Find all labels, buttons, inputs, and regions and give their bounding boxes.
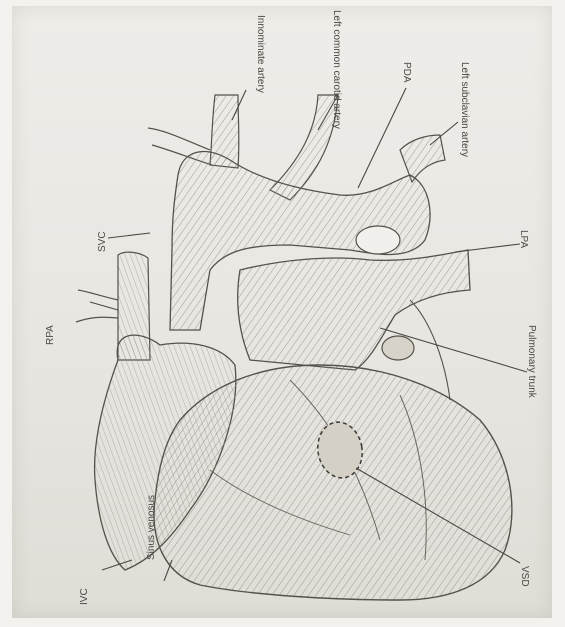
label-innominate-artery: Innominate artery bbox=[255, 15, 266, 93]
ventricle-shape bbox=[154, 365, 512, 600]
label-svc: SVC bbox=[97, 231, 108, 252]
label-pda: PDA bbox=[401, 62, 412, 83]
label-sinus-venosus: Sinus venosus bbox=[146, 495, 157, 560]
label-rpa: RPA bbox=[45, 325, 56, 345]
label-left-subclavian: Left subclavian artery bbox=[459, 62, 470, 157]
label-vsd: VSD bbox=[519, 566, 530, 587]
label-left-common-carotid: Left common carotid artery bbox=[331, 10, 342, 129]
label-pulmonary-trunk: Pulmonary trunk bbox=[526, 325, 537, 399]
label-lpa: LPA bbox=[518, 230, 529, 248]
left-subclavian-shape bbox=[400, 135, 445, 182]
label-ivc: IVC bbox=[79, 588, 90, 605]
